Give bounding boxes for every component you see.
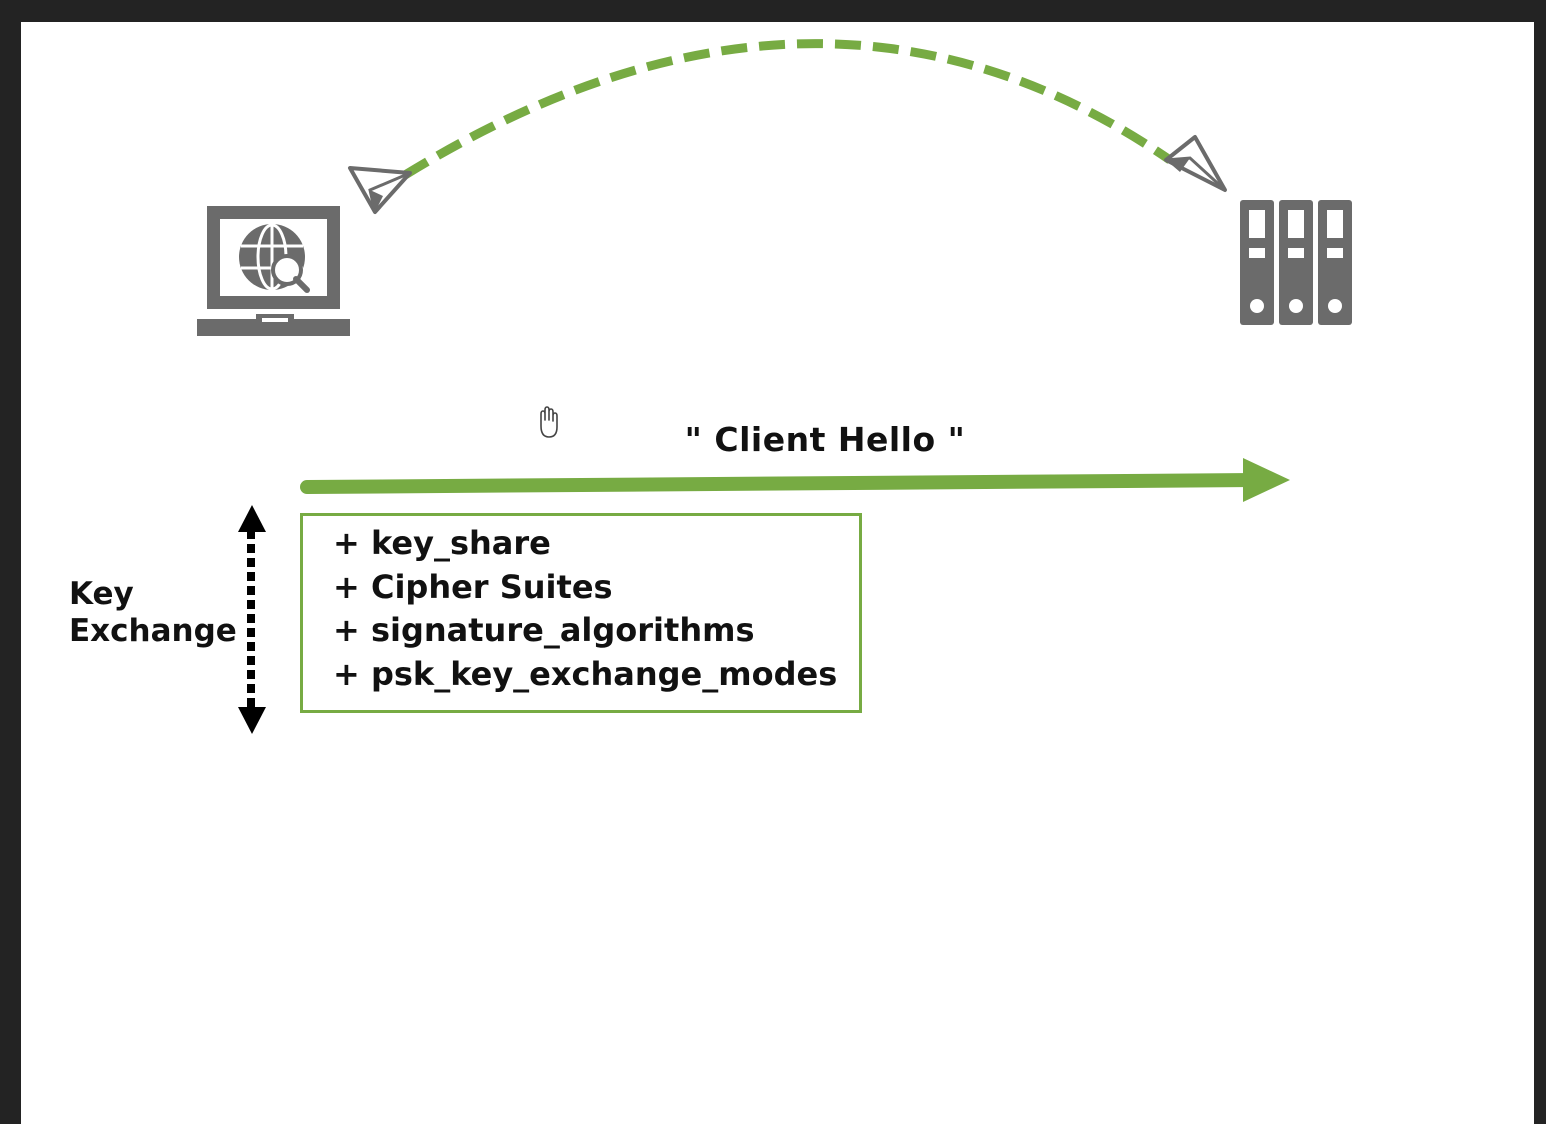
paper-plane-icon [1164, 135, 1227, 192]
list-item: + Cipher Suites [333, 567, 613, 606]
list-item: + signature_algorithms [333, 611, 755, 649]
extensions-list: + key_share + Cipher Suites + signature_… [303, 516, 859, 696]
list-item: + psk_key_exchange_modes [333, 654, 838, 693]
hand-cursor-icon [540, 406, 558, 438]
server-rack-icon [1240, 200, 1352, 325]
laptop-globe-search-icon [197, 206, 350, 336]
key-exchange-label: Key Exchange [69, 576, 249, 650]
extensions-box: + key_share + Cipher Suites + signature_… [300, 513, 862, 713]
dashed-flight-arc [402, 39, 1173, 179]
paper-plane-icon [348, 166, 412, 214]
client-hello-arrow [300, 458, 1290, 502]
key-exchange-label-line1: Key [69, 576, 134, 612]
key-exchange-double-arrow [238, 505, 266, 734]
list-item: + key_share [333, 524, 551, 562]
client-hello-label: " Client Hello " [684, 420, 966, 459]
key-exchange-label-line2: Exchange [69, 613, 237, 649]
